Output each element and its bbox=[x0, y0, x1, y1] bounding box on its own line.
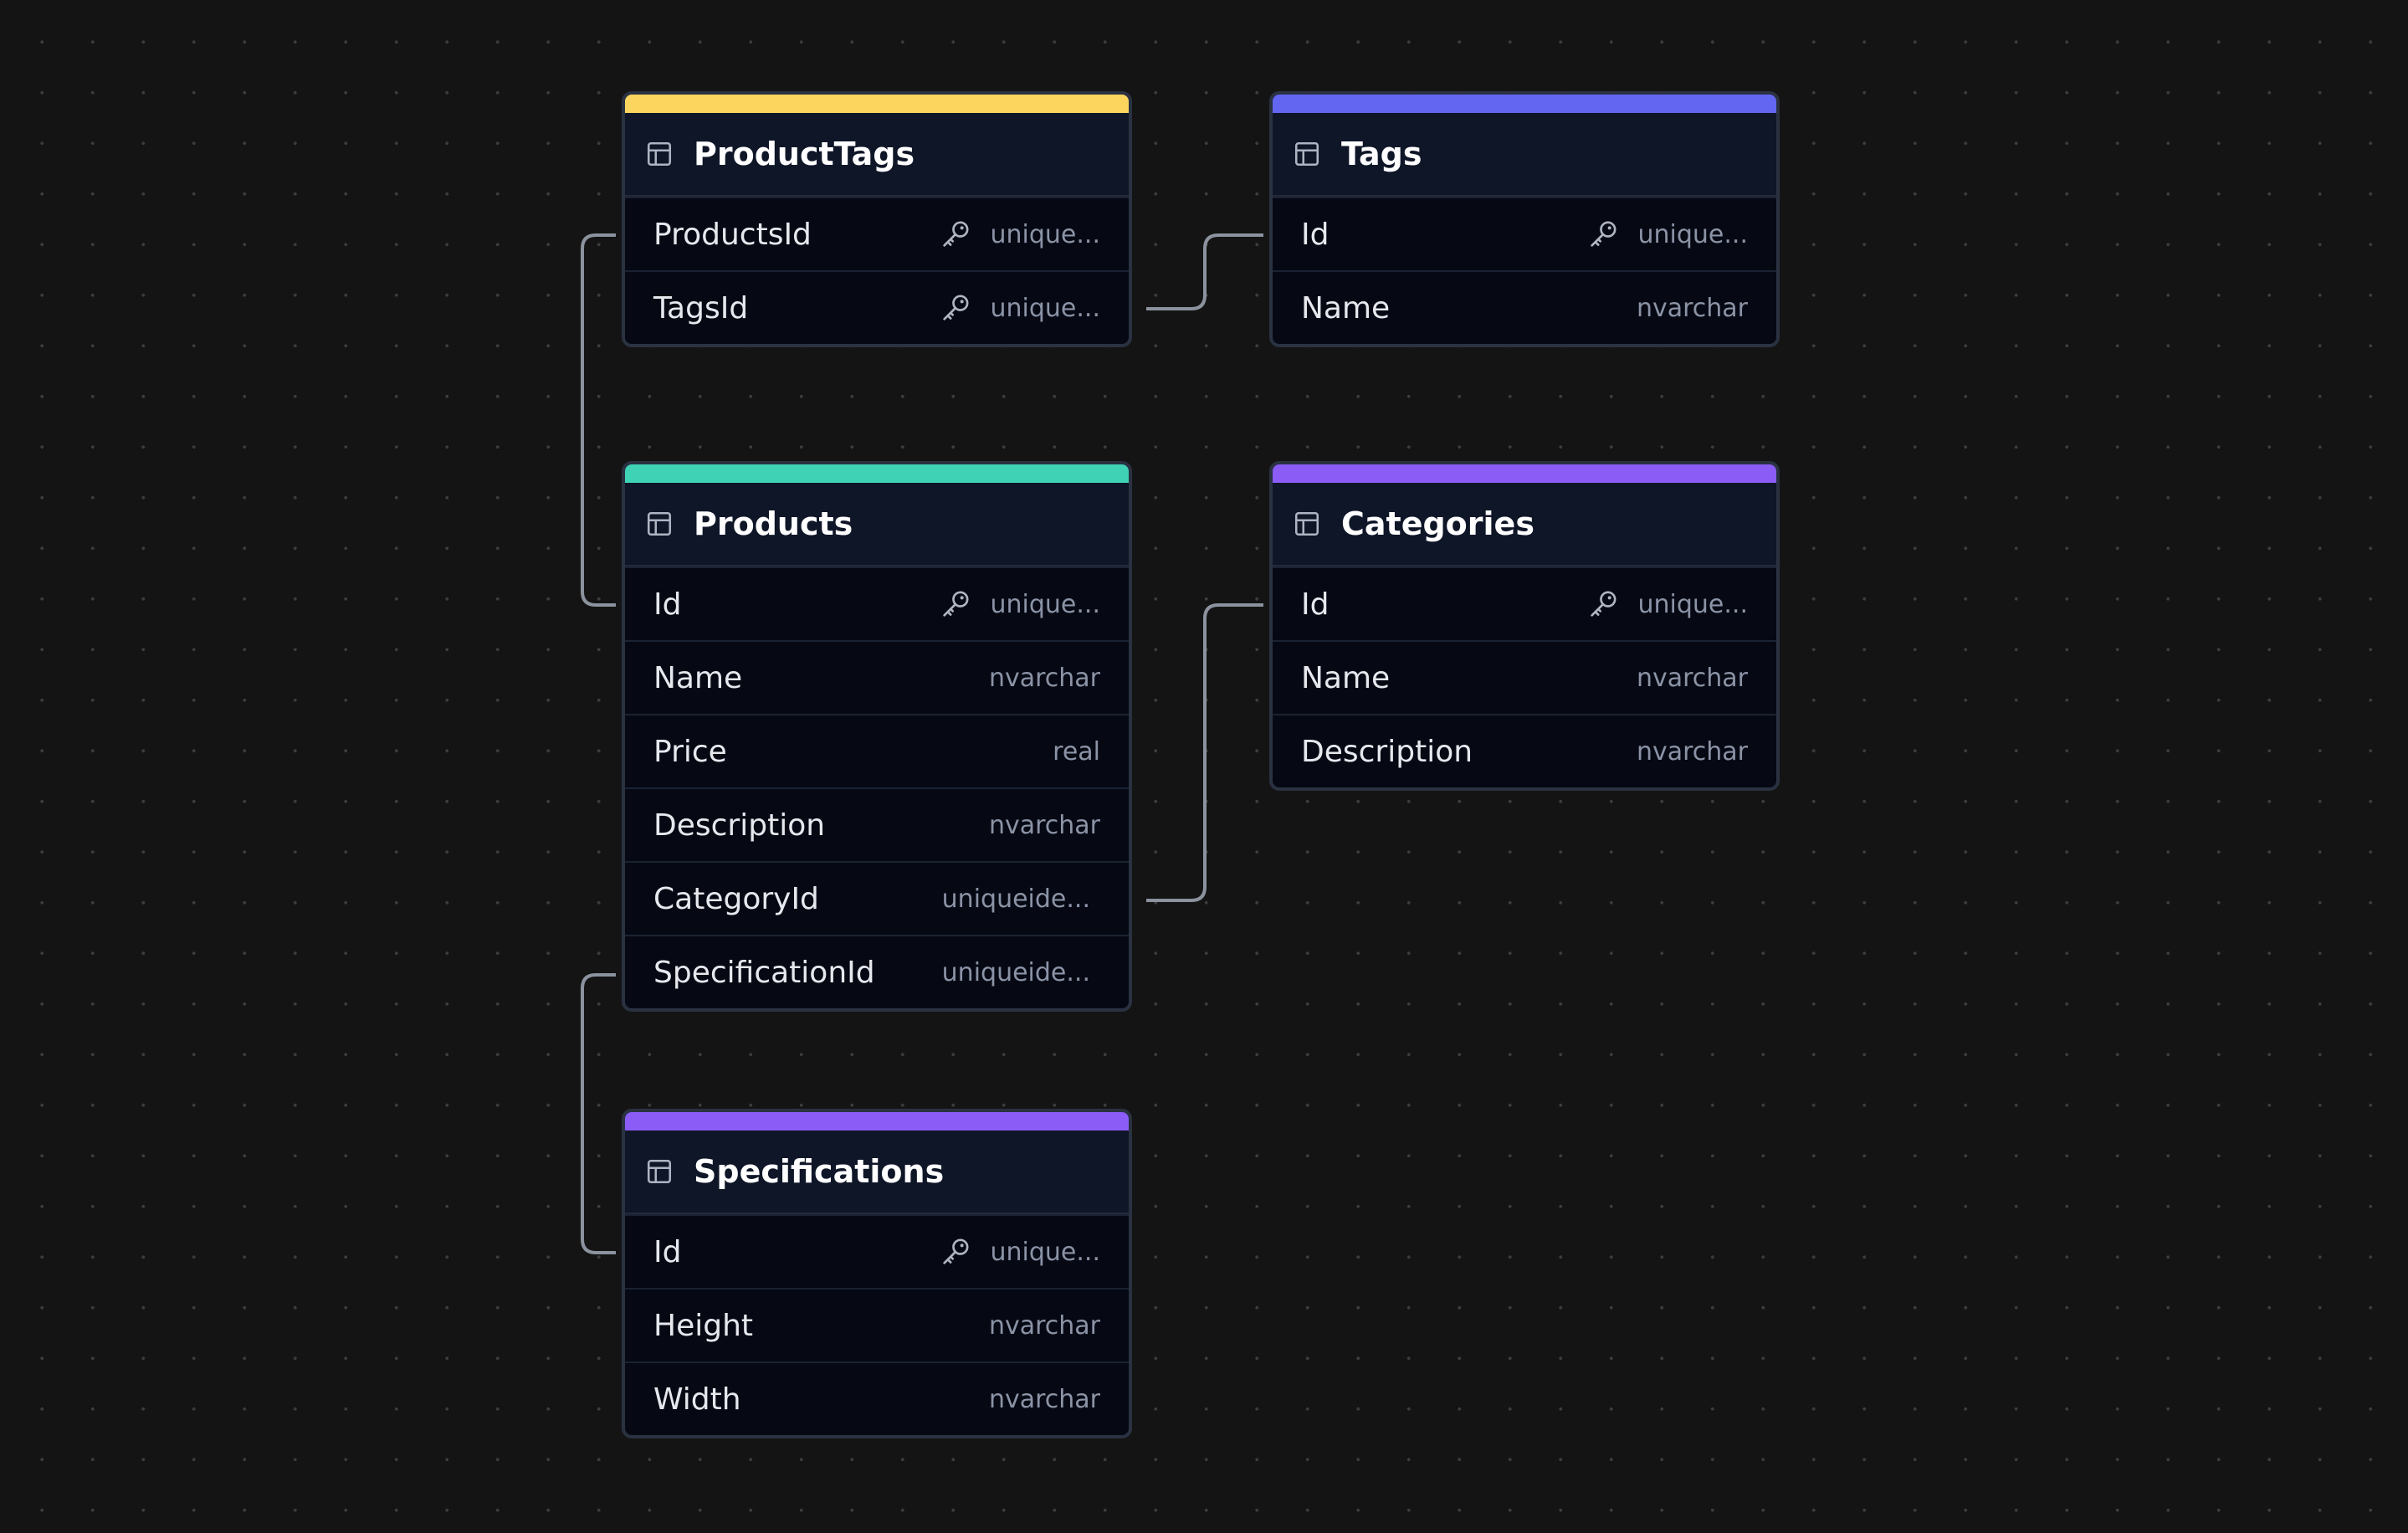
table-icon bbox=[647, 511, 672, 536]
field-type: uniqueide... bbox=[941, 884, 1090, 914]
field-name: Description bbox=[653, 808, 826, 843]
key-icon bbox=[1590, 591, 1616, 617]
field-type: uniqueide... bbox=[941, 957, 1090, 987]
field-row[interactable]: Id unique... bbox=[1273, 567, 1776, 640]
field-name: SpecificationId bbox=[653, 955, 875, 990]
field-row[interactable]: ProductsId unique... bbox=[625, 197, 1129, 270]
key-icon bbox=[942, 591, 969, 617]
field-name: Id bbox=[653, 1234, 682, 1269]
field-type: unique... bbox=[990, 293, 1100, 323]
field-name: ProductsId bbox=[653, 217, 812, 252]
relation-producttags-productsid-to-products-id[interactable] bbox=[581, 233, 616, 607]
relation-products-specificationid-to-specifications-id[interactable] bbox=[581, 973, 616, 1254]
field-row[interactable]: Height nvarchar bbox=[625, 1288, 1129, 1361]
table-title: Tags bbox=[1341, 136, 1422, 172]
table-header[interactable]: ProductTags bbox=[625, 113, 1129, 197]
key-icon bbox=[1590, 221, 1616, 247]
field-type: nvarchar bbox=[988, 1310, 1100, 1341]
field-type: unique... bbox=[990, 589, 1100, 619]
field-type: nvarchar bbox=[988, 663, 1100, 693]
field-type: nvarchar bbox=[1636, 736, 1748, 766]
field-row[interactable]: Id unique... bbox=[1273, 197, 1776, 270]
table-title: Products bbox=[694, 505, 853, 542]
field-type: unique... bbox=[1637, 589, 1748, 619]
field-type: unique... bbox=[990, 1237, 1100, 1267]
field-name: Name bbox=[653, 660, 743, 695]
field-name: Id bbox=[1301, 587, 1330, 622]
field-name: Name bbox=[1301, 660, 1391, 695]
table-icon bbox=[647, 141, 672, 167]
field-row[interactable]: TagsId unique... bbox=[625, 270, 1129, 344]
table-header[interactable]: Specifications bbox=[625, 1131, 1129, 1214]
field-name: Id bbox=[1301, 217, 1330, 252]
table-accent-bar bbox=[625, 1112, 1129, 1131]
field-row[interactable]: Name nvarchar bbox=[625, 640, 1129, 714]
field-type: real bbox=[1053, 736, 1100, 766]
table-title: Specifications bbox=[694, 1153, 945, 1190]
key-icon bbox=[942, 221, 969, 247]
table-header[interactable]: Products bbox=[625, 483, 1129, 567]
field-name: Price bbox=[653, 734, 727, 769]
field-name: Id bbox=[653, 587, 682, 622]
table-title: Categories bbox=[1341, 505, 1534, 542]
field-type: nvarchar bbox=[1636, 293, 1748, 323]
field-name: Width bbox=[653, 1382, 741, 1417]
field-row[interactable]: Name nvarchar bbox=[1273, 270, 1776, 344]
field-name: TagsId bbox=[653, 290, 749, 326]
field-type: unique... bbox=[990, 219, 1100, 249]
field-row[interactable]: Description nvarchar bbox=[625, 787, 1129, 861]
field-row[interactable]: CategoryId uniqueide... bbox=[625, 861, 1129, 935]
field-row[interactable]: SpecificationId uniqueide... bbox=[625, 935, 1129, 1008]
field-type: nvarchar bbox=[988, 1384, 1100, 1414]
table-icon bbox=[1294, 511, 1319, 536]
relation-producttags-tagsid-to-tags-id[interactable] bbox=[1146, 233, 1263, 310]
field-row[interactable]: Name nvarchar bbox=[1273, 640, 1776, 714]
field-type: nvarchar bbox=[1636, 663, 1748, 693]
table-header[interactable]: Tags bbox=[1273, 113, 1776, 197]
field-name: Name bbox=[1301, 290, 1391, 326]
table-accent-bar bbox=[625, 95, 1129, 113]
table-icon bbox=[1294, 141, 1319, 167]
field-type: nvarchar bbox=[988, 810, 1100, 840]
table-accent-bar bbox=[625, 464, 1129, 483]
field-row[interactable]: Description nvarchar bbox=[1273, 714, 1776, 787]
table-header[interactable]: Categories bbox=[1273, 483, 1776, 567]
table-accent-bar bbox=[1273, 95, 1776, 113]
field-type: unique... bbox=[1637, 219, 1748, 249]
key-icon bbox=[942, 1238, 969, 1264]
field-row[interactable]: Price real bbox=[625, 714, 1129, 787]
field-name: Description bbox=[1301, 734, 1473, 769]
field-row[interactable]: Id unique... bbox=[625, 567, 1129, 640]
field-row[interactable]: Id unique... bbox=[625, 1214, 1129, 1288]
table-title: ProductTags bbox=[694, 136, 915, 172]
field-name: Height bbox=[653, 1308, 754, 1343]
table-accent-bar bbox=[1273, 464, 1776, 483]
field-row[interactable]: Width nvarchar bbox=[625, 1361, 1129, 1435]
table-icon bbox=[647, 1159, 672, 1184]
key-icon bbox=[942, 295, 969, 320]
field-name: CategoryId bbox=[653, 881, 819, 916]
relation-products-categoryid-to-categories-id[interactable] bbox=[1146, 603, 1263, 902]
